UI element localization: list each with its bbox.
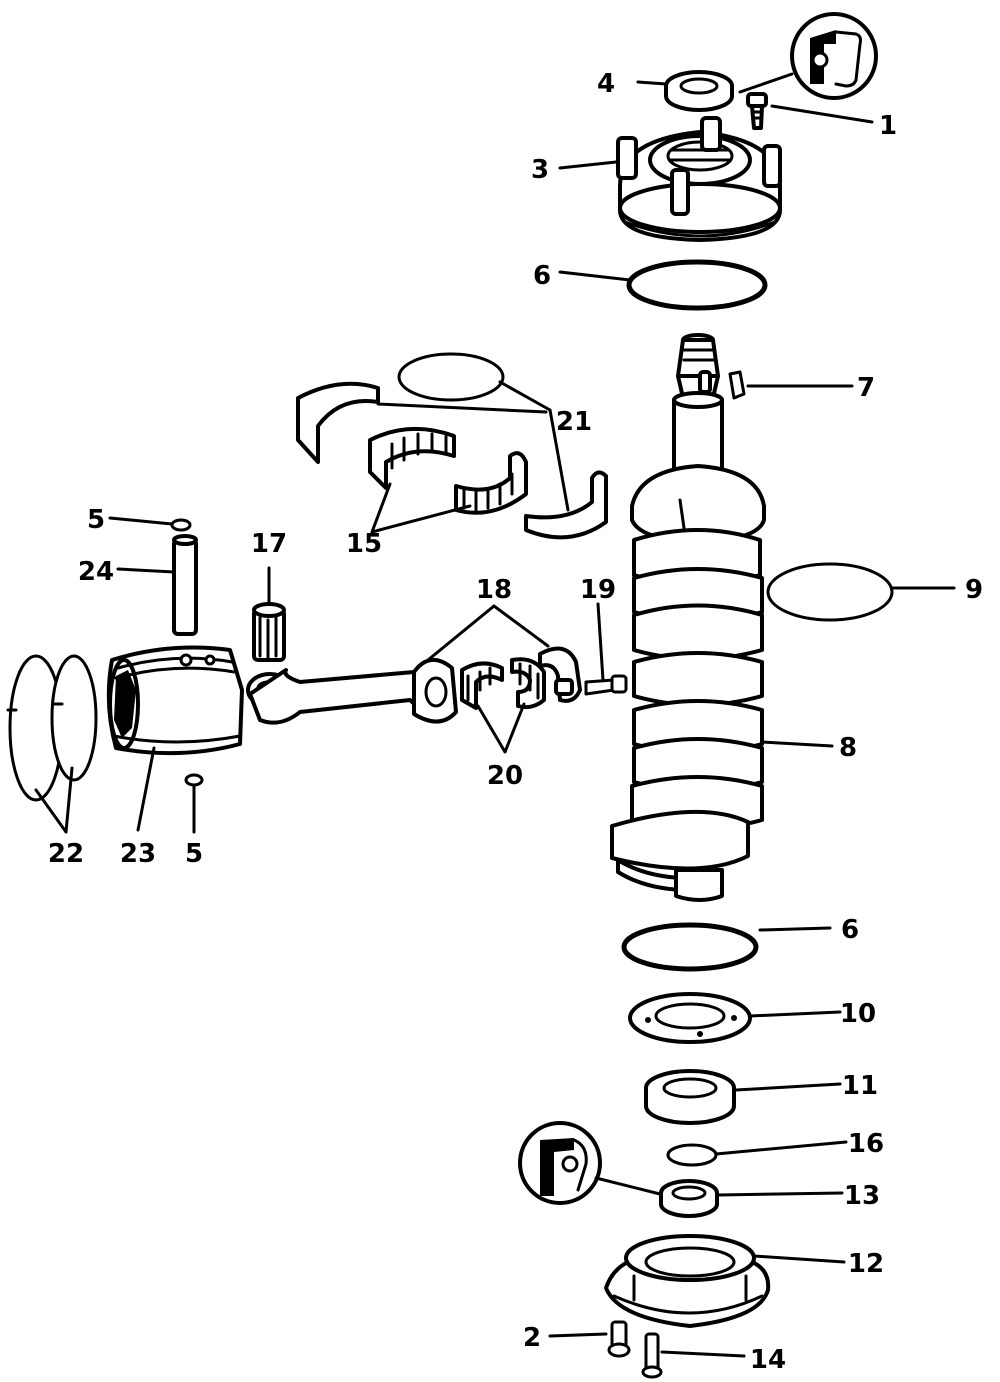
label-19: 19 xyxy=(580,575,616,605)
part-14-bolt xyxy=(641,1332,663,1379)
label-23: 23 xyxy=(120,839,156,869)
part-7-key xyxy=(728,370,746,400)
part-23-piston xyxy=(106,645,244,756)
label-21: 21 xyxy=(556,407,592,437)
part-2-screw xyxy=(607,1320,631,1358)
part-22-piston-rings xyxy=(6,654,98,802)
part-6-o-ring-upper xyxy=(626,259,768,311)
part-6-o-ring-lower xyxy=(621,922,759,972)
part-16-snap-ring xyxy=(666,1143,718,1167)
label-20: 20 xyxy=(487,761,523,791)
label-13: 13 xyxy=(844,1181,880,1211)
part-4-seal xyxy=(664,70,734,112)
label-7: 7 xyxy=(857,373,875,403)
label-5-lower: 5 xyxy=(185,839,203,869)
part-8-crankshaft xyxy=(610,333,766,902)
connecting-rod xyxy=(246,658,458,725)
part-18-rod-cap xyxy=(538,646,582,703)
part-21-cap-right xyxy=(524,470,608,540)
label-6-lower: 6 xyxy=(841,915,859,945)
part-24-wrist-pin xyxy=(172,534,198,636)
part-11-bearing xyxy=(644,1069,736,1125)
part-17-needle-bearing xyxy=(252,602,286,662)
part-5-clip-upper xyxy=(170,518,192,532)
part-13-seal xyxy=(659,1179,719,1218)
label-9: 9 xyxy=(965,575,983,605)
part-15-bearing-cage-right xyxy=(454,451,528,515)
part-10-plate xyxy=(628,992,752,1044)
part-12-lower-housing xyxy=(604,1234,771,1328)
label-12: 12 xyxy=(848,1249,884,1279)
part-9-ring xyxy=(766,562,894,622)
label-11: 11 xyxy=(842,1071,878,1101)
label-10: 10 xyxy=(840,999,876,1029)
label-6-upper: 6 xyxy=(533,261,551,291)
label-16: 16 xyxy=(848,1129,884,1159)
label-15: 15 xyxy=(346,529,382,559)
part-1-screw xyxy=(746,92,768,130)
part-15-bearing-cage-left xyxy=(368,426,456,490)
label-17: 17 xyxy=(251,529,287,559)
part-21-washer xyxy=(397,352,505,402)
seal-detail-icon xyxy=(790,12,878,100)
part-19-bolt xyxy=(584,674,628,696)
label-2: 2 xyxy=(523,1323,541,1353)
label-5-upper: 5 xyxy=(87,505,105,535)
part-20-bearing-halves xyxy=(460,657,546,710)
label-1: 1 xyxy=(879,111,897,141)
part-5-clip-lower xyxy=(184,773,204,787)
label-4: 4 xyxy=(597,69,615,99)
callout-labels: 4 1 3 6 7 21 15 5 17 24 18 19 9 8 20 22 … xyxy=(48,69,983,1375)
seal-detail-icon-lower xyxy=(518,1121,602,1205)
label-14: 14 xyxy=(750,1345,786,1375)
part-21-cap-left xyxy=(296,381,380,464)
leader-lines xyxy=(34,80,956,1358)
label-8: 8 xyxy=(839,733,857,763)
label-24: 24 xyxy=(78,557,114,587)
part-3-upper-housing xyxy=(616,116,782,242)
label-3: 3 xyxy=(531,155,549,185)
label-22: 22 xyxy=(48,839,84,869)
label-18: 18 xyxy=(476,575,512,605)
